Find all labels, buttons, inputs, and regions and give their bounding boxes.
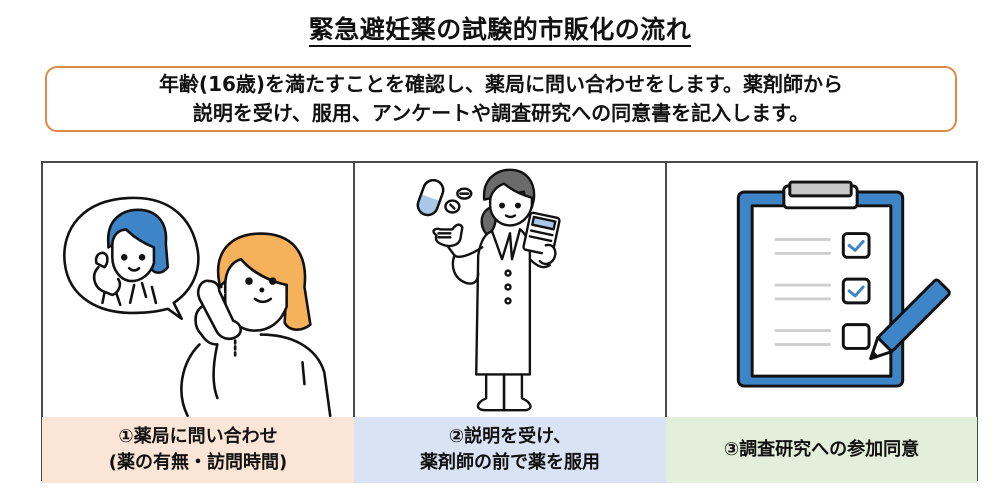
step-1-line-1: ①薬局に問い合わせ	[118, 426, 278, 447]
step-1-line-2: (薬の有無・訪問時間)	[108, 452, 288, 473]
step-2-label: ②説明を受け、 薬剤師の前で薬を服用	[354, 417, 666, 483]
pharmacist-explaining-illustration	[355, 163, 665, 417]
title-text: 緊急避妊薬の試験的市販化の流れ	[308, 15, 692, 47]
clipboard-icon	[736, 180, 951, 388]
step-2-line-1: ②説明を受け、	[448, 426, 572, 447]
step-3: ③調査研究への参加同意	[666, 163, 978, 483]
step-3-line-1: ③調査研究への参加同意	[723, 439, 920, 460]
intro-line-2: 説明を受け、服用、アンケートや調査研究への同意書を記入します。	[192, 101, 810, 125]
step-2-line-2: 薬剤師の前で薬を服用	[420, 452, 600, 473]
step-2: ②説明を受け、 薬剤師の前で薬を服用	[354, 163, 666, 483]
steps-grid: ①薬局に問い合わせ (薬の有無・訪問時間)	[41, 161, 978, 483]
phone-call-icon	[63, 196, 332, 417]
woman-calling-pharmacy-illustration	[43, 163, 353, 417]
pharmacist-icon	[416, 168, 561, 412]
clipboard-checklist-illustration	[667, 163, 976, 417]
intro-line-1: 年齢(16歳)を満たすことを確認し、薬局に問い合わせをします。薬剤師から	[158, 72, 844, 96]
page-title: 緊急避妊薬の試験的市販化の流れ	[0, 10, 1000, 47]
step-1: ①薬局に問い合わせ (薬の有無・訪問時間)	[41, 163, 354, 483]
step-1-label: ①薬局に問い合わせ (薬の有無・訪問時間)	[42, 417, 354, 483]
step-3-label: ③調査研究への参加同意	[666, 417, 977, 483]
intro-box: 年齢(16歳)を満たすことを確認し、薬局に問い合わせをします。薬剤師から 説明を…	[45, 66, 957, 132]
